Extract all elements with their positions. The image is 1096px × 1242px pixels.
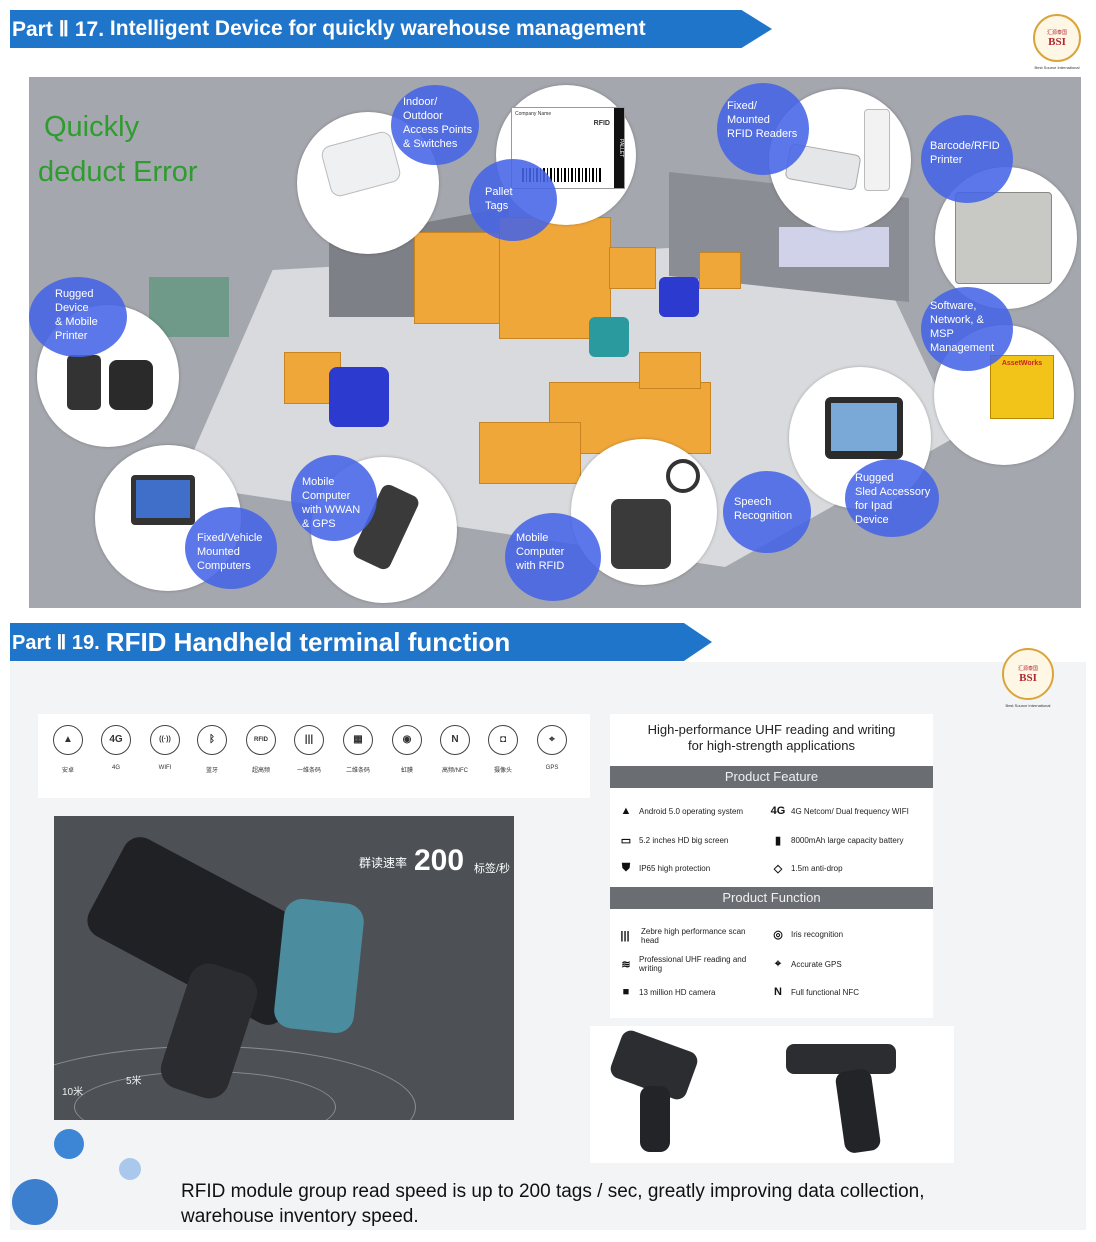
forklift xyxy=(329,367,389,427)
feature-drop: ◇1.5m anti-drop xyxy=(770,861,843,875)
android-icon: ▲ xyxy=(620,805,632,817)
function-uhf: ≋Professional UHF reading and writing xyxy=(618,955,746,973)
section1-title-prefix: Part Ⅱ 17. xyxy=(12,17,105,41)
screen-icon: ▭ xyxy=(620,834,632,847)
rugged-handheld xyxy=(67,355,101,410)
truck xyxy=(149,277,229,337)
section1-title: Intelligent Device for quickly warehouse… xyxy=(109,17,646,40)
gps-icon: ⌖ xyxy=(774,957,782,970)
4g-icon: 4G xyxy=(770,805,786,817)
iris-icon: ◎ xyxy=(773,928,783,941)
label-rugged-sled: Rugged Sled Accessory for Ipad Device xyxy=(845,459,939,537)
read-rate-value: 200 xyxy=(414,844,465,877)
feature-android: ▲Android 5.0 operating system xyxy=(618,804,744,818)
camera-icon: ■ xyxy=(622,986,630,998)
bsi-logo-top: 汇源泰国 BSI Best Source International xyxy=(1033,14,1081,70)
rfid-gun-device xyxy=(611,499,671,569)
label-speech: Speech Recognition xyxy=(723,471,811,553)
label-access-points: Indoor/ Outdoor Access Points & Switches xyxy=(391,85,479,165)
gps-icon: ⌖GPS xyxy=(530,725,574,771)
vehicle-computer-device xyxy=(131,475,195,525)
box-stack xyxy=(414,232,506,324)
label-mobile-wwan: Mobile Computer with WWAN & GPS xyxy=(291,455,377,541)
function-iris: ◎Iris recognition xyxy=(770,927,843,941)
box-stack xyxy=(639,352,701,389)
box-stack xyxy=(699,252,741,289)
barcode-icon: ||| xyxy=(620,930,630,942)
camera-icon: ◘摄像头 xyxy=(481,725,525,774)
label-rugged-device: Rugged Device & Mobile Printer xyxy=(29,277,127,357)
spec-title: High-performance UHF reading and writing… xyxy=(647,722,896,753)
iris-icon: ◉虹膜 xyxy=(385,725,429,774)
box-stack xyxy=(479,422,581,484)
software-box: AssetWorks xyxy=(990,355,1054,419)
barcode-printer-device xyxy=(955,192,1052,284)
section2-banner: Part Ⅱ 19. RFID Handheld terminal functi… xyxy=(10,623,712,661)
section1-banner: Part Ⅱ 17. Intelligent Device for quickl… xyxy=(10,10,772,48)
handheld-photo: 群读速率 200 标签/秒 5米 10米 xyxy=(54,816,514,1120)
decorative-dot xyxy=(119,1158,141,1180)
tag-pallet-strip: PALLET xyxy=(614,108,624,188)
uhf-icon: ≋ xyxy=(621,958,631,971)
caption-text: RFID module group read speed is up to 20… xyxy=(181,1181,925,1227)
device-back-grip xyxy=(834,1067,882,1155)
1d-barcode-icon: |||一维条码 xyxy=(287,725,331,774)
forklift xyxy=(589,317,629,357)
ipad-sled-device xyxy=(825,397,903,459)
battery-icon: ▮ xyxy=(774,834,782,847)
mobile-rfid-bubble xyxy=(571,439,717,585)
bsi-logo-bottom: 汇源泰国 BSI Best Source International xyxy=(1002,648,1054,708)
warehouse-scene: Quickly deduct Error Company Name RFID P… xyxy=(29,77,1081,608)
label-rfid-readers: Fixed/ Mounted RFID Readers xyxy=(717,83,809,175)
read-rate-unit: 标签/秒 xyxy=(474,863,511,875)
function-camera: ■13 million HD camera xyxy=(618,985,716,999)
shield-icon: ⛊ xyxy=(621,861,631,874)
label-fixed-vehicle: Fixed/Vehicle Mounted Computers xyxy=(185,507,277,589)
decorative-dot xyxy=(54,1129,84,1159)
function-gps: ⌖Accurate GPS xyxy=(770,957,842,971)
uhf-module xyxy=(272,897,366,1035)
spec-panel: High-performance UHF reading and writing… xyxy=(610,714,933,1018)
headset-device xyxy=(666,459,700,493)
feature-ip65: ⛊IP65 high protection xyxy=(618,861,710,875)
device-front-grip xyxy=(640,1086,670,1152)
section2-title: RFID Handheld terminal function xyxy=(105,626,511,657)
nfc-icon: N xyxy=(774,986,782,998)
forklift xyxy=(659,277,699,317)
product-feature-header: Product Feature xyxy=(610,766,933,788)
quickly-text: Quickly xyxy=(44,111,140,143)
mobile-printer xyxy=(109,360,153,410)
feature-battery: ▮8000mAh large capacity battery xyxy=(770,833,904,847)
product-function-header: Product Function xyxy=(610,887,933,909)
drop-icon: ◇ xyxy=(773,862,783,875)
label-software: Software, Network, & MSP Management xyxy=(921,287,1013,371)
access-point-device xyxy=(319,129,403,199)
section2-title-prefix: Part Ⅱ 19. xyxy=(12,631,100,654)
device-images-panel xyxy=(590,1026,954,1163)
wifi-icon: ((·))WIFI xyxy=(143,725,187,771)
ring-10m-label: 10米 xyxy=(62,1087,84,1098)
box-stack xyxy=(609,247,656,289)
ring-5m-label: 5米 xyxy=(126,1076,142,1087)
deduct-error-text: deduct Error xyxy=(38,156,198,188)
read-rate-label: 群读速率 xyxy=(359,856,408,870)
decorative-dot xyxy=(12,1179,58,1225)
shelf xyxy=(779,227,889,267)
function-scan: |||Zebre high performance scan head xyxy=(614,927,745,945)
feature-screen: ▭5.2 inches HD big screen xyxy=(618,833,729,847)
label-pallet-tags: Pallet Tags xyxy=(469,159,557,241)
2d-barcode-icon: ▦二维条码 xyxy=(336,725,380,774)
label-barcode-printer: Barcode/RFID Printer xyxy=(921,115,1013,203)
device-back-image xyxy=(786,1044,896,1074)
label-mobile-rfid: Mobile Computer with RFID xyxy=(505,513,601,601)
android-icon: ▲安卓 xyxy=(46,725,90,774)
rfid-antenna xyxy=(864,109,890,191)
